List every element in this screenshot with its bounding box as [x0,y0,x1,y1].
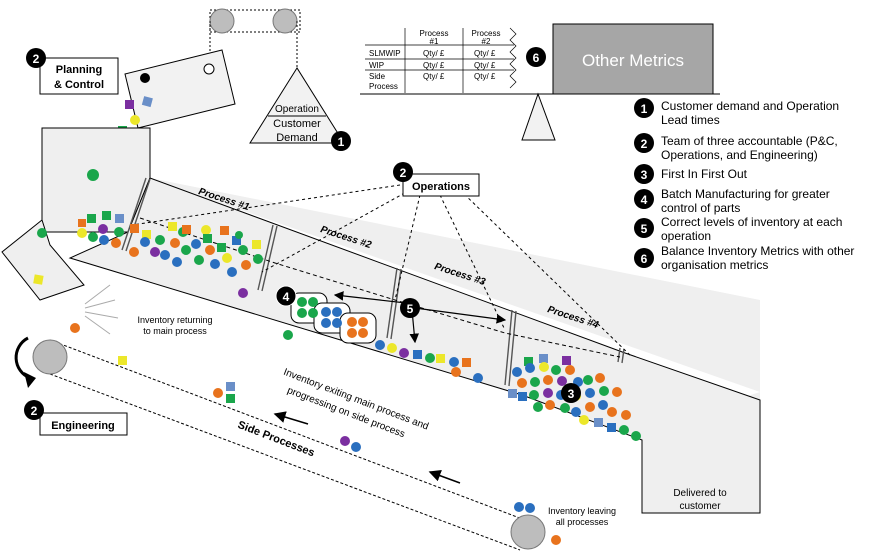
operations-box: 2 Operations [393,162,480,197]
demand-line1: Operation [275,104,319,115]
legend: 1 Customer demand and Operation Lead tim… [634,98,854,272]
cell: Qty/ £ [423,72,445,81]
leaving-line2: all processes [556,517,609,527]
pulley-left [32,339,68,375]
clock-icon [203,63,215,75]
svg-text:Customer demand and Operation: Customer demand and Operation [661,99,839,113]
legend-item-6: 6 Balance Inventory Metrics with other o… [634,244,854,272]
demand-line3: Demand [276,132,318,144]
side-processes-label: Side Processes [236,419,316,459]
badge-fifo: 3 [561,383,581,403]
metrics-table: Process #1 Process #2 SLMWIP Qty/ £ Qty/… [365,27,517,93]
svg-text:3: 3 [641,168,648,182]
svg-text:First In First Out: First In First Out [661,167,748,181]
svg-text:Balance Inventory Metrics with: Balance Inventory Metrics with other [661,244,854,258]
col-header: Process [472,29,501,38]
customer-demand-weight: Operation Customer Demand [249,67,345,144]
legend-item-5: 5 Correct levels of inventory at each op… [634,215,842,243]
svg-text:Team of three accountable (P&C: Team of three accountable (P&C, [661,134,838,148]
metrics-badge: 6 [526,47,546,67]
col-header: #1 [430,37,439,46]
svg-text:Correct levels of inventory at: Correct levels of inventory at each [661,215,842,229]
svg-text:2: 2 [400,166,407,180]
cell: Qty/ £ [474,49,496,58]
engineering-box: 2 Engineering [24,400,128,436]
demand-line2: Customer [273,118,321,130]
cell: Qty/ £ [423,61,445,70]
svg-text:Lead times: Lead times [661,113,720,127]
row-label: SLMWIP [369,49,401,58]
svg-text:Engineering: Engineering [51,420,115,432]
row-label: Side [369,72,386,81]
returning-line1: Inventory returning [137,315,212,325]
svg-text:5: 5 [407,302,414,316]
demand-badge: 1 [331,131,351,151]
inventory-parts [33,169,641,545]
col-header: #2 [482,37,491,46]
delivered-line2: customer [679,501,721,512]
badge-batch: 4 [275,285,297,307]
cell: Qty/ £ [474,72,496,81]
pulley-right [510,514,546,550]
svg-text:Operations, and Engineering): Operations, and Engineering) [661,148,818,162]
svg-text:control of parts: control of parts [661,201,740,215]
cell: Qty/ £ [474,61,496,70]
col-header: Process [420,29,449,38]
svg-text:organisation metrics: organisation metrics [661,258,768,272]
legend-item-2: 2 Team of three accountable (P&C, Operat… [634,133,838,162]
legend-item-4: 4 Batch Manufacturing for greater contro… [634,187,830,215]
planning-pulley [209,8,301,68]
svg-text:1: 1 [338,135,345,149]
svg-text:2: 2 [641,137,648,151]
leaving-line1: Inventory leaving [548,506,616,516]
planning-control-box: 2 Planning & Control [26,48,119,95]
side-process-belt [14,284,546,551]
svg-text:6: 6 [533,51,540,65]
row-label: WIP [369,61,384,70]
delivered-line1: Delivered to [673,488,727,499]
svg-text:2: 2 [33,52,40,66]
planning-card [124,49,236,129]
svg-text:& Control: & Control [54,79,104,91]
part-square [125,100,134,109]
legend-item-3: 3 First In First Out [634,164,748,184]
part-square [141,96,153,108]
svg-text:4: 4 [641,193,648,207]
returning-line2: to main process [143,326,207,336]
operations-connectors [131,184,633,358]
svg-text:4: 4 [283,290,290,304]
part-circle [130,115,140,125]
svg-text:5: 5 [641,222,648,236]
svg-text:6: 6 [641,252,648,266]
svg-text:Batch Manufacturing for greate: Batch Manufacturing for greater [661,187,830,201]
legend-item-1: 1 Customer demand and Operation Lead tim… [634,98,839,127]
svg-text:2: 2 [31,404,38,418]
svg-text:operation: operation [661,229,711,243]
metrics-balance: Other Metrics [360,23,720,141]
other-metrics-label: Other Metrics [582,51,684,70]
badge-levels: 5 [400,298,420,318]
pin-icon [140,73,150,83]
svg-text:Operations: Operations [412,181,470,193]
svg-text:1: 1 [641,102,648,116]
other-metrics-box [552,23,714,95]
cell: Qty/ £ [423,49,445,58]
svg-text:3: 3 [568,387,575,401]
row-label: Process [369,82,398,91]
svg-text:Planning: Planning [56,64,102,76]
